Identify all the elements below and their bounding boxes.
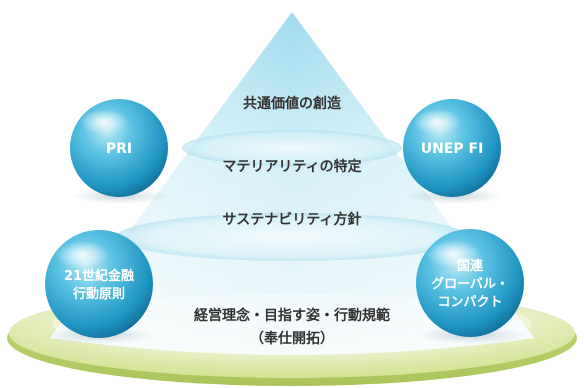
sphere-compact-label-line2: グローバル・: [431, 276, 509, 292]
tier-label-materiality: マテリアリティの特定: [222, 158, 361, 175]
tier-ring-1: [182, 130, 402, 166]
sphere-21c-label-line2: 行動原則: [72, 286, 125, 302]
pyramid: [50, 12, 534, 355]
sphere-pri-label: PRI: [106, 141, 132, 157]
tier-label-philosophy-line1: 経営理念・目指す姿・行動規範: [194, 307, 390, 324]
sphere-compact-label-line1: 国連: [457, 258, 484, 274]
tier-label-philosophy-line2: （奉仕開拓）: [250, 330, 334, 347]
tier-ring-3: [52, 294, 532, 354]
sphere-compact-label-line3: コンパクト: [437, 295, 502, 310]
sphere-unep-fi: UNEP FI: [403, 99, 502, 204]
sphere-unep-fi-label: UNEP FI: [421, 141, 484, 157]
tier-ring-2: [116, 213, 468, 261]
sphere-21c-principles: 21世紀金融 行動原則: [45, 230, 154, 344]
sphere-global-compact: 国連 グローバル・ コンパクト: [416, 229, 526, 344]
tier-label-common-value: 共通価値の創造: [243, 95, 341, 112]
sphere-21c-label-line1: 21世紀金融: [64, 268, 134, 284]
tier-label-sustainability-policy: サステナビリティ方針: [223, 211, 362, 228]
sphere-pri: PRI: [70, 99, 168, 204]
